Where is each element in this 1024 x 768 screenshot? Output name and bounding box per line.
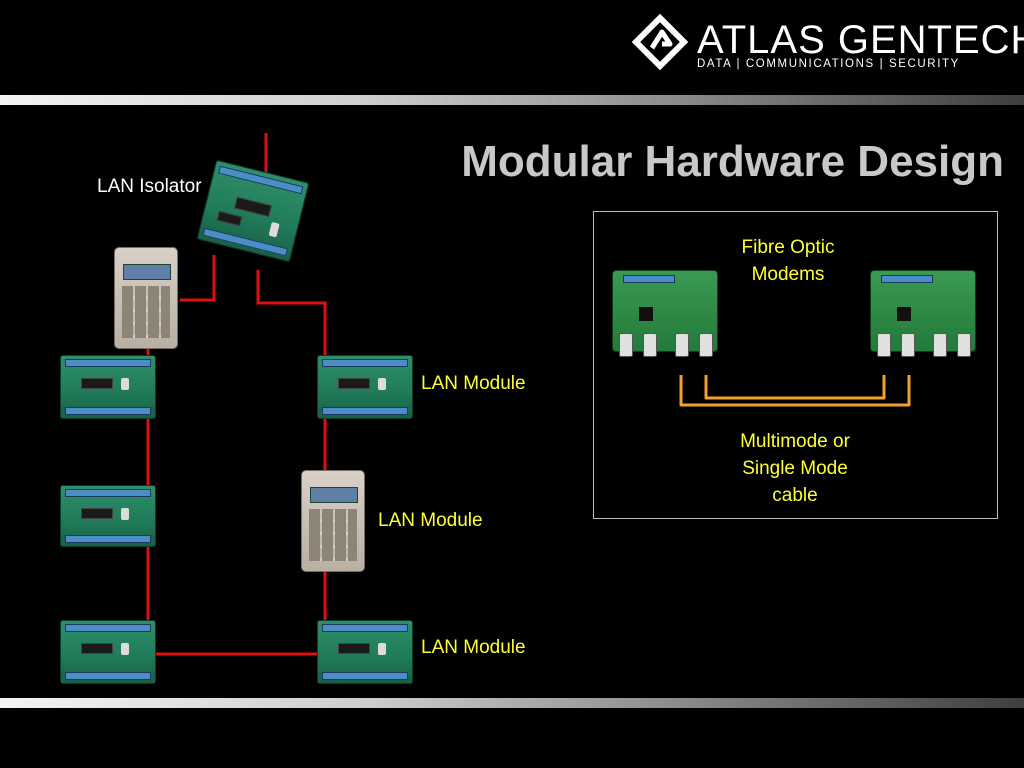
page-title: Modular Hardware Design <box>461 137 1004 186</box>
lan-module-label: LAN Module <box>378 510 483 531</box>
lan-module-board-icon <box>317 355 413 419</box>
lan-module-label: LAN Module <box>421 373 526 394</box>
keypad-keys <box>309 509 357 561</box>
lan-module-board-icon <box>60 485 156 547</box>
fibre-optic-panel <box>593 211 998 519</box>
lan-module-board-icon <box>60 620 156 684</box>
fibre-modems-label-line: Modems <box>751 264 825 285</box>
keypad-icon <box>301 470 365 572</box>
header-divider <box>0 95 1024 105</box>
cable-label-line: Single Mode <box>742 458 848 479</box>
cable-label: Multimode or Single Mode cable <box>715 428 875 509</box>
lan-module-board-icon <box>317 620 413 684</box>
keypad-icon <box>114 247 178 349</box>
fibre-modem-icon <box>612 270 718 357</box>
keypad-keys <box>122 286 170 338</box>
keypad-display <box>310 487 358 503</box>
brand-tagline: DATA | COMMUNICATIONS | SECURITY <box>697 58 960 70</box>
lan-module-label: LAN Module <box>421 637 526 658</box>
fibre-modems-label: Fibre Optic Modems <box>718 234 858 288</box>
lan-isolator-label: LAN Isolator <box>97 176 202 197</box>
fibre-modems-label-line: Fibre Optic <box>741 237 835 258</box>
brand-name: ATLAS GENTECH <box>697 18 1024 62</box>
cable-label-line: Multimode or <box>740 431 850 452</box>
footer-divider <box>0 698 1024 708</box>
keypad-display <box>123 264 171 280</box>
fibre-modem-icon <box>870 270 976 357</box>
lan-module-board-icon <box>60 355 156 419</box>
cable-label-line: cable <box>772 485 818 506</box>
atlas-gentech-logo-icon <box>631 13 689 71</box>
